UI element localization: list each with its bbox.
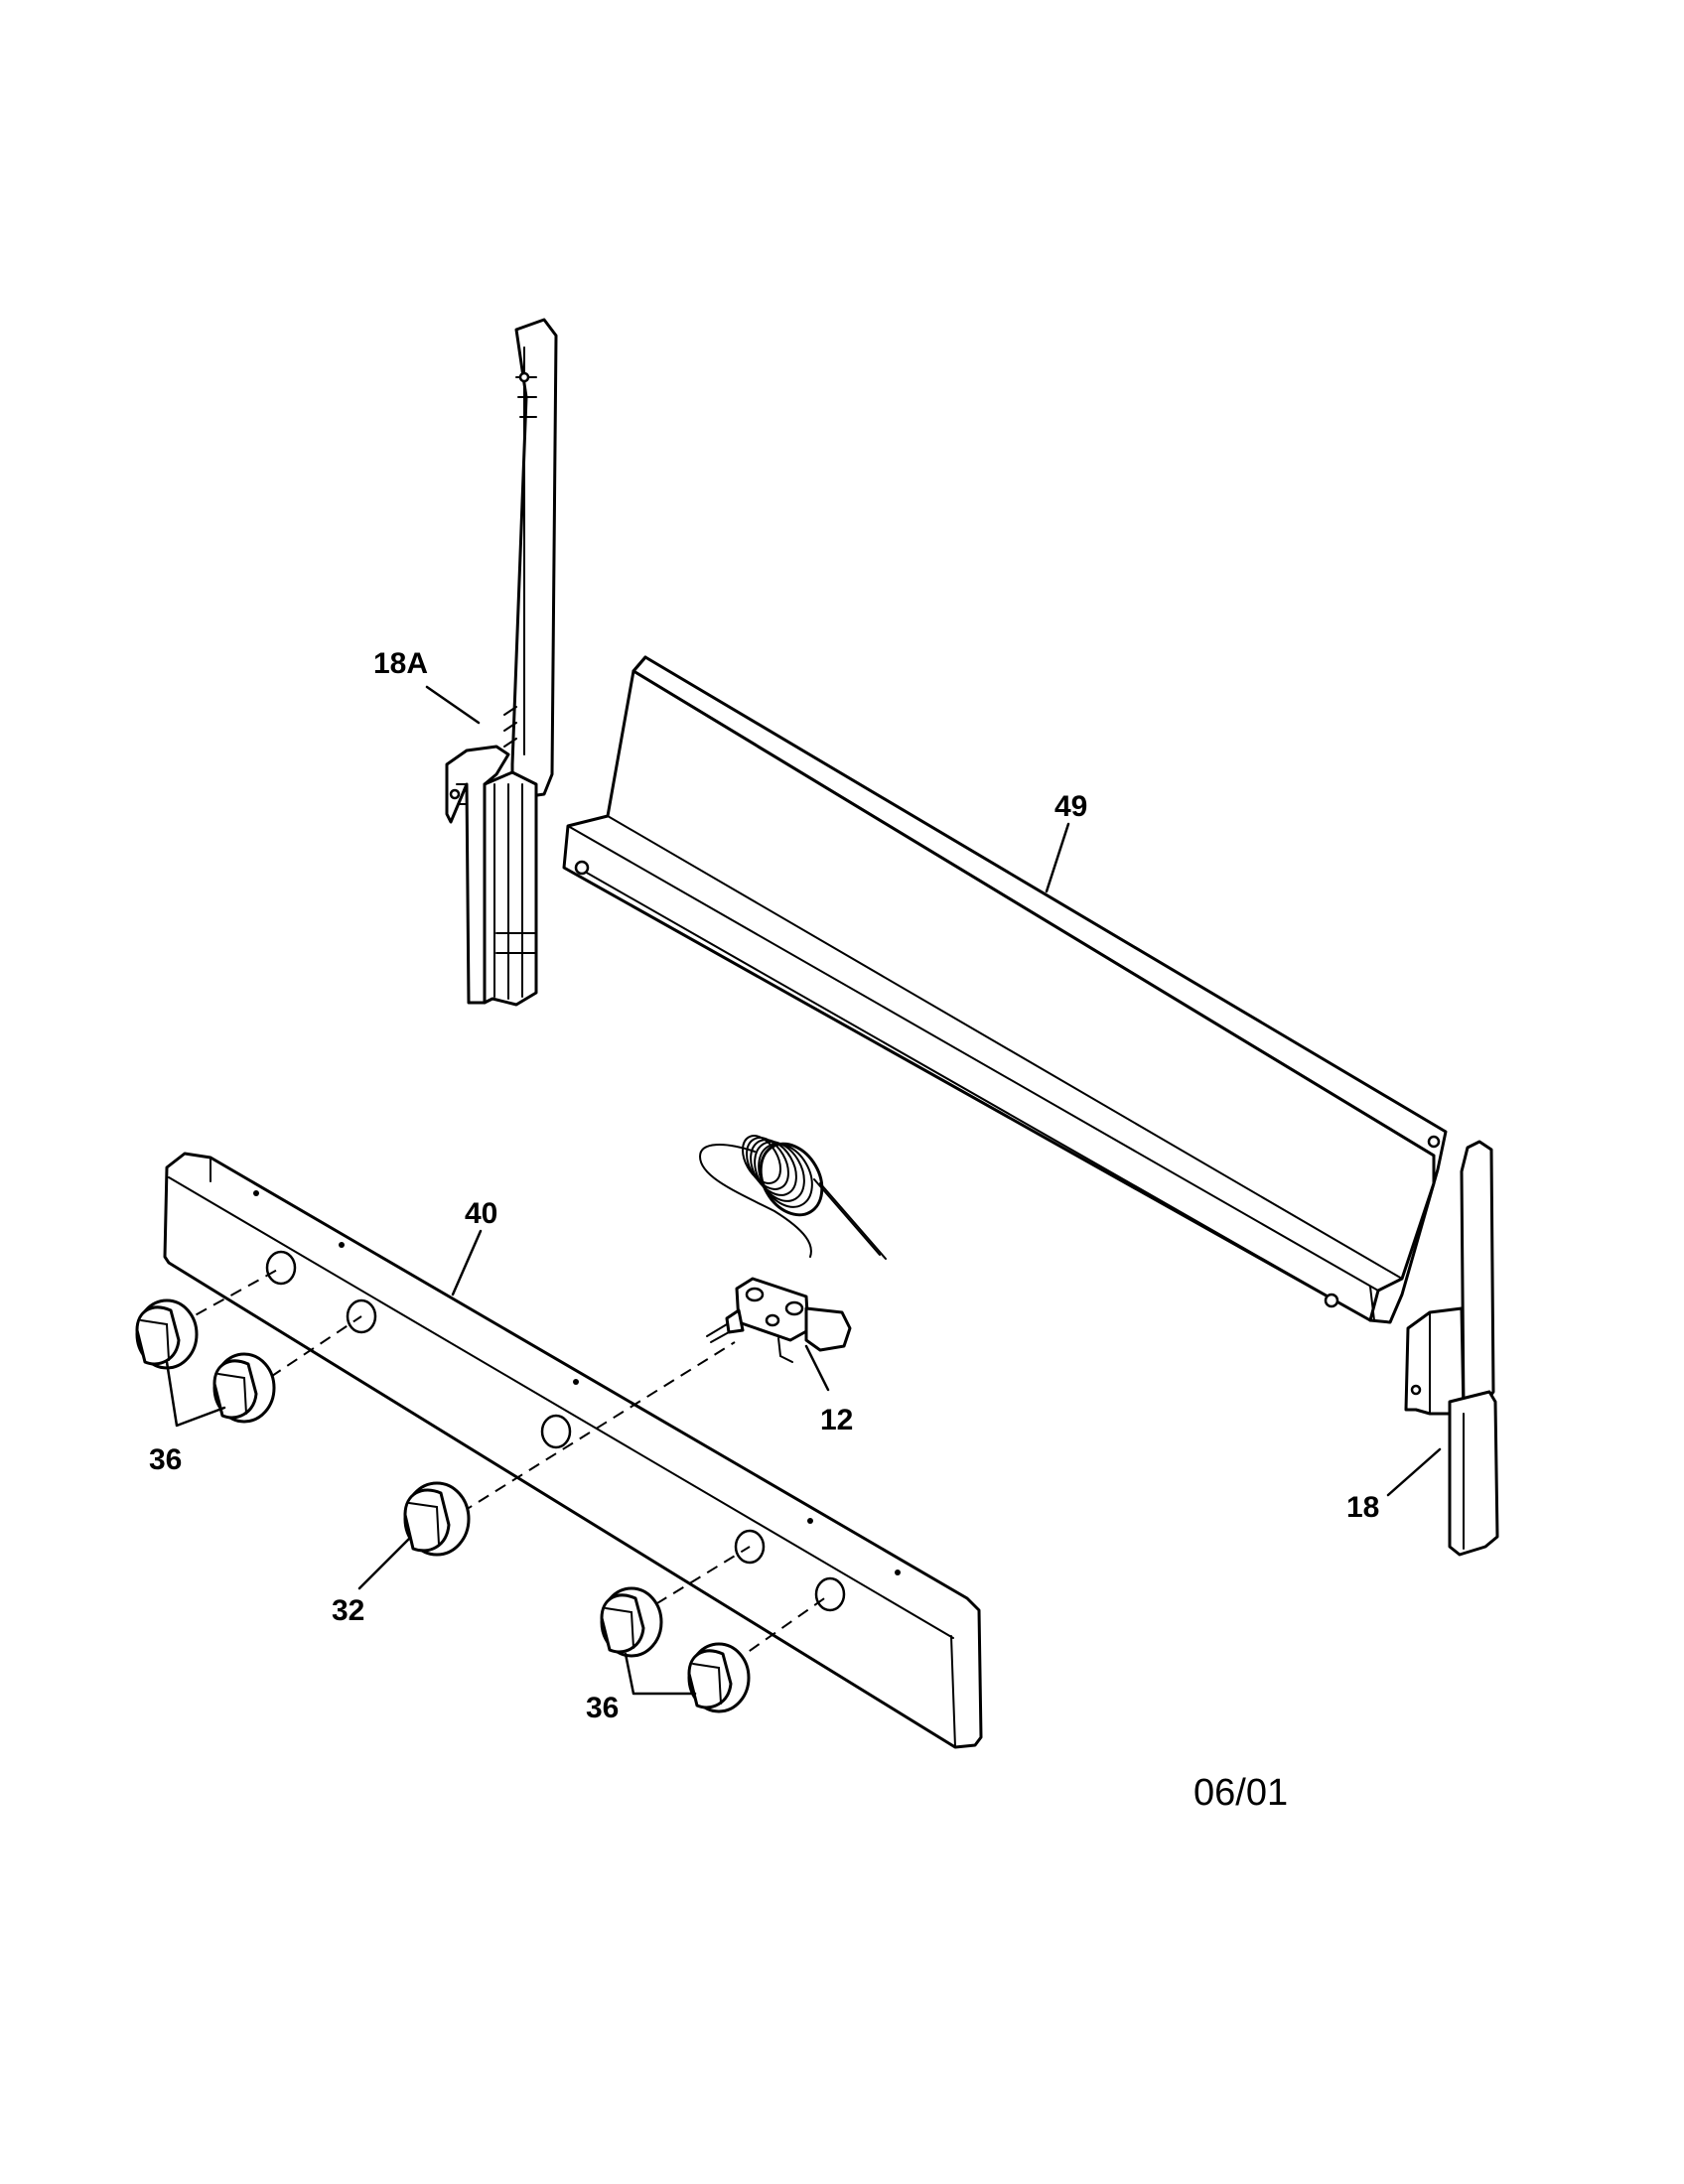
callout-32: 32 <box>332 1594 364 1627</box>
callout-12: 12 <box>820 1404 853 1436</box>
left-end-bracket <box>445 318 558 1007</box>
date-code: 06/01 <box>1193 1772 1288 1814</box>
gas-valve <box>698 1135 887 1363</box>
control-panel <box>163 1152 983 1749</box>
capillary-coil <box>742 1135 824 1217</box>
callout-18: 18 <box>1346 1491 1379 1524</box>
callout-36-right: 36 <box>586 1692 619 1724</box>
callout-49: 49 <box>1054 790 1087 823</box>
knob-1 <box>135 1298 199 1370</box>
callout-36-left: 36 <box>149 1443 182 1476</box>
right-end-bracket <box>1404 1140 1499 1557</box>
callout-40: 40 <box>465 1197 497 1230</box>
knob-4 <box>600 1586 663 1658</box>
callout-18a: 18A <box>373 647 428 680</box>
knob-3 <box>403 1481 471 1557</box>
leader-lines <box>165 685 1442 1696</box>
backguard-panel <box>562 655 1448 1324</box>
knob-5 <box>687 1642 751 1713</box>
knob-2 <box>212 1352 276 1424</box>
